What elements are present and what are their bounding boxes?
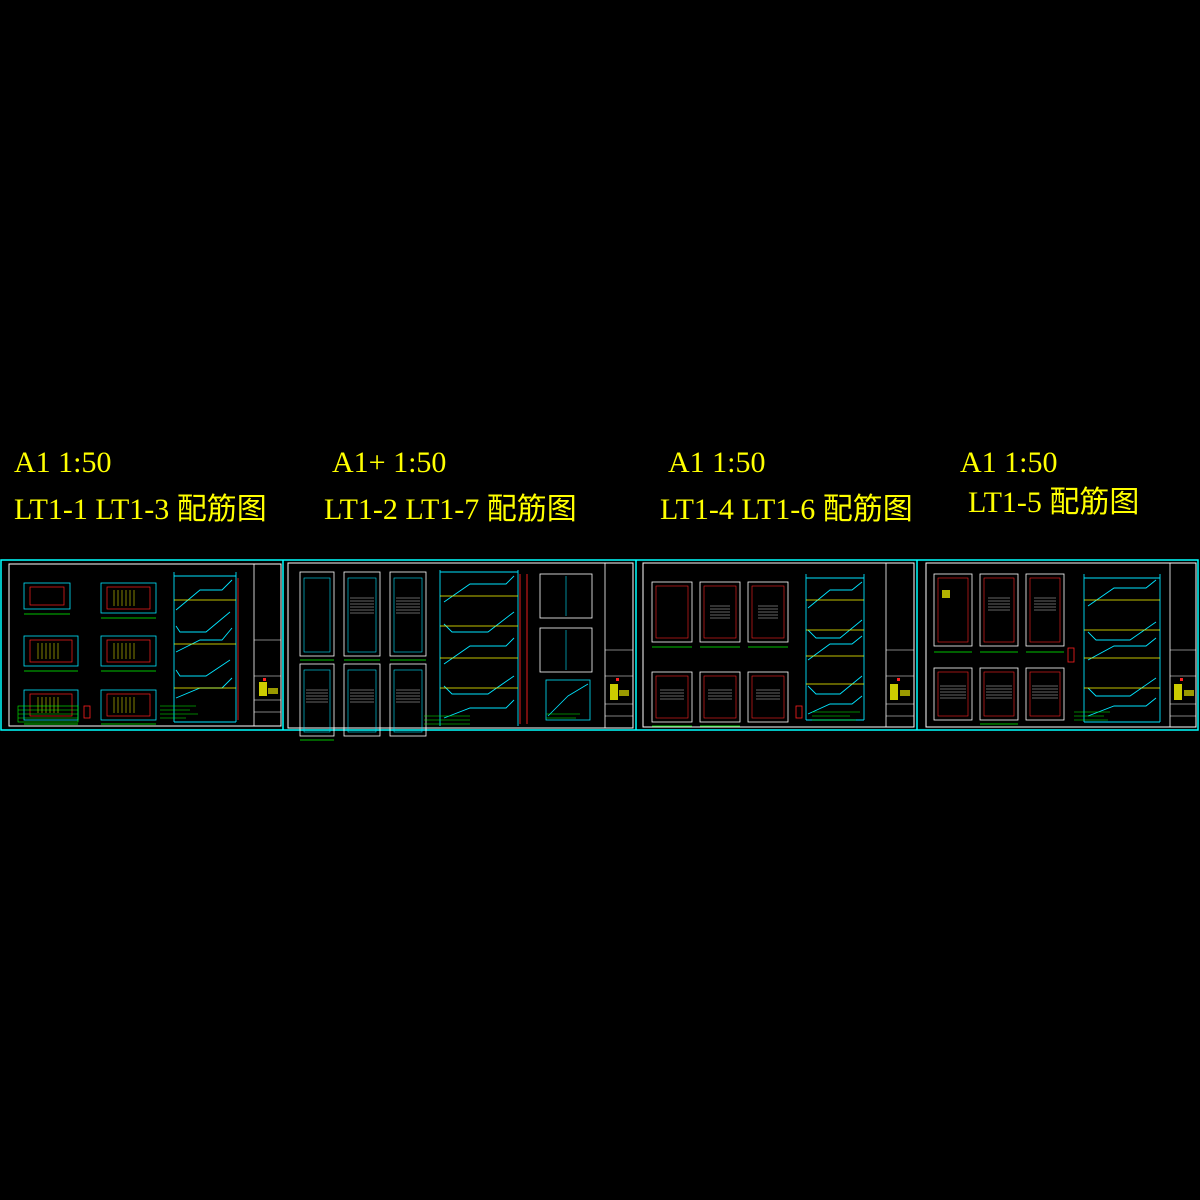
sheet-1-drawing xyxy=(8,563,282,727)
sheet-4-title: LT1-5 配筋图 xyxy=(968,486,1140,519)
sheet-2-scale: A1+ 1:50 xyxy=(332,446,447,479)
sheet-2-drawing xyxy=(287,562,634,741)
outer-frame xyxy=(0,559,1199,731)
sheet-3-drawing xyxy=(642,562,915,728)
sheet-3-title: LT1-4 LT1-6 配筋图 xyxy=(660,493,913,526)
sheet-4-scale: A1 1:50 xyxy=(960,446,1058,479)
sheet-4-drawing xyxy=(925,562,1197,728)
sheet-1-scale: A1 1:50 xyxy=(14,446,112,479)
sheet-1-title: LT1-1 LT1-3 配筋图 xyxy=(14,493,267,526)
sheet-2-title: LT1-2 LT1-7 配筋图 xyxy=(324,493,577,526)
sheet-3-scale: A1 1:50 xyxy=(668,446,766,479)
